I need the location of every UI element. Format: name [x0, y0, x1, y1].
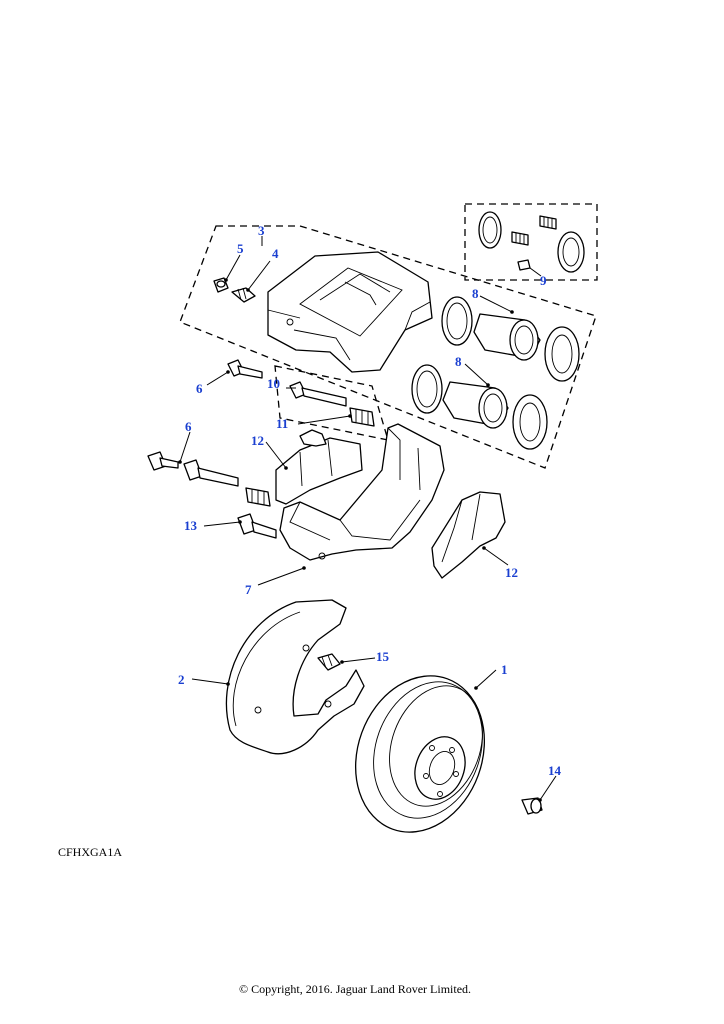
splash-shield [225, 599, 365, 755]
caliper-housing [267, 251, 433, 373]
callout-pad-inner: 12 [251, 433, 264, 448]
callout-guide-pin: 10 [267, 376, 280, 391]
seal-kit-group-outline [464, 203, 598, 281]
callout-bleed-cap: 5 [237, 241, 244, 256]
callout-bleed-screw: 4 [272, 246, 279, 261]
bleed-screw [231, 287, 256, 303]
piston-upper [473, 313, 541, 361]
guide-pin-lower [183, 459, 271, 507]
carrier-bolt [237, 513, 277, 539]
callout-disc: 1 [501, 662, 508, 677]
callout-bolt-left: 6 [185, 419, 192, 434]
callout-piston-upper: 8 [472, 286, 479, 301]
guide-pin [289, 381, 347, 407]
shield-bolt [317, 653, 341, 671]
brake-pad-inner [275, 429, 363, 505]
callout-bolt-upper: 6 [196, 381, 203, 396]
figure-code: CFHXGA1A [58, 845, 122, 859]
piston-seal-lower [411, 364, 443, 414]
bolt-upper [227, 359, 263, 379]
bolt-left [147, 451, 179, 471]
caliper-kit-group-outline [179, 225, 597, 469]
piston-boot-upper [544, 326, 580, 382]
callout-seal-kit: 9 [540, 273, 547, 288]
piston-lower [442, 381, 509, 429]
callout-shield-bolt: 15 [376, 649, 390, 664]
callout-carrier-bolt: 13 [184, 518, 198, 533]
brake-disc [354, 675, 486, 833]
bleed-cap [213, 277, 229, 293]
guide-pin-group-outline [274, 365, 389, 441]
caliper-carrier [279, 423, 445, 561]
callout-carrier: 7 [245, 582, 252, 597]
seal-kit-parts [478, 211, 585, 273]
piston-seal-upper [441, 296, 473, 346]
leader-lines [178, 236, 557, 802]
callout-boot: 11 [276, 416, 288, 431]
callout-piston-lower: 8 [455, 354, 462, 369]
callout-disc-screw: 14 [548, 763, 562, 778]
disc-retaining-screw [521, 797, 543, 815]
copyright-notice: © Copyright, 2016. Jaguar Land Rover Lim… [239, 982, 471, 996]
piston-boot-lower [512, 394, 548, 450]
guide-pin-boot [349, 407, 375, 427]
brake-pad-outer [431, 491, 506, 579]
callout-pad-outer: 12 [505, 565, 518, 580]
callout-splash-shield: 2 [178, 672, 185, 687]
callout-caliper-kit: 3 [258, 223, 265, 238]
